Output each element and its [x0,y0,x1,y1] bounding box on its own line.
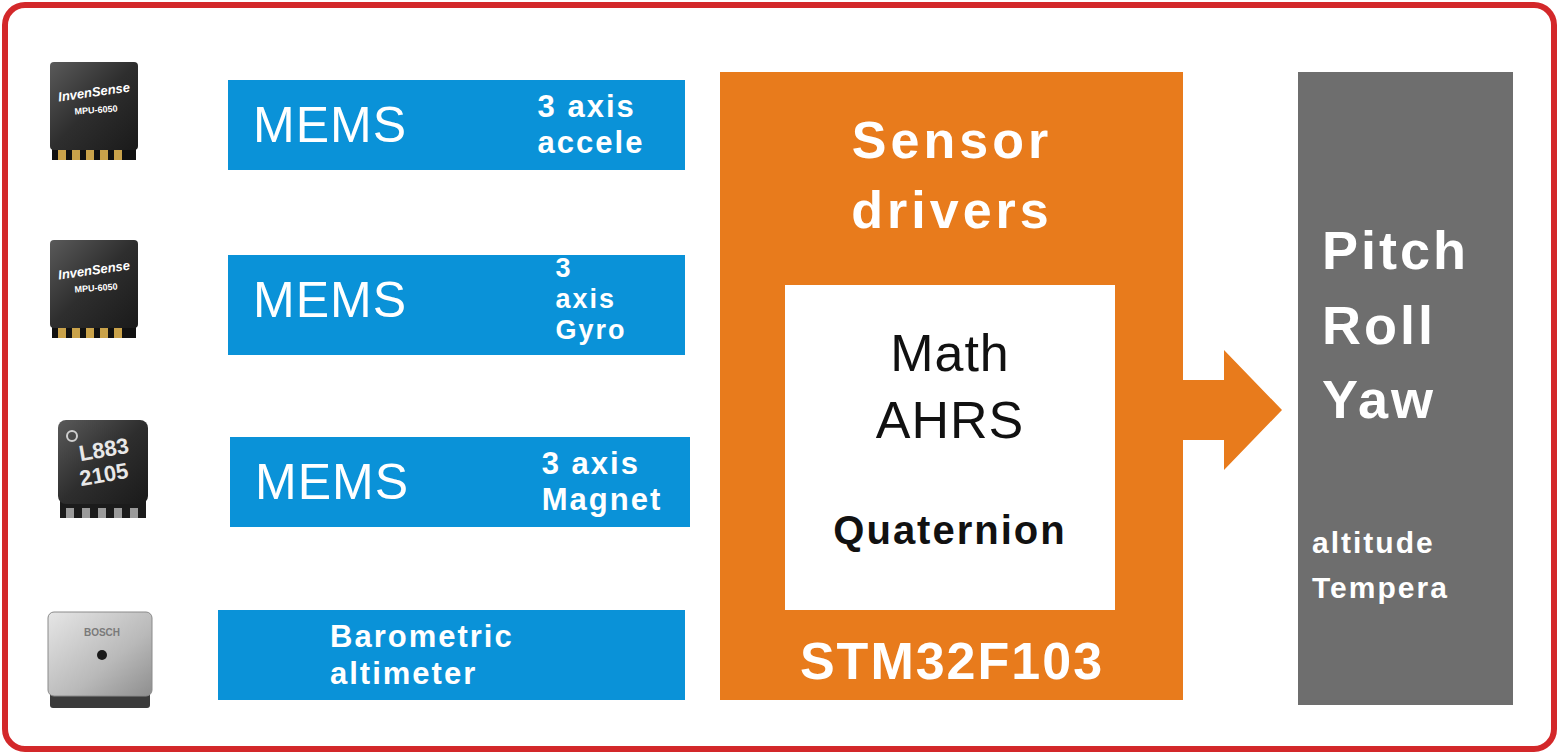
flow-arrow [1183,350,1282,470]
sensor-type: MEMS [253,98,407,153]
mpu6050-chip [50,240,138,338]
sensor-box: Barometric altimeter [218,610,685,700]
sensor-name: Barometric altimeter [330,618,514,692]
mcu-name: STM32F103 [800,633,1104,690]
output-extra: altitude Tempera [1312,520,1449,610]
sensor-axes: 3 axis Magnet [542,446,663,517]
sensor-type: MEMS [253,273,407,328]
chip-brand: InvenSense [57,80,131,105]
algorithm-name: Math AHRS [876,320,1024,453]
output-box: Pitch Roll Yaw altitude Tempera [1298,72,1513,705]
outer-frame [5,5,1554,749]
sensor-box: MEMS 3 axis accele [228,80,685,170]
mpu6050-chip [50,62,138,160]
output-angles: Pitch Roll Yaw [1322,213,1469,437]
algorithm-detail: Quaternion [833,508,1066,552]
algorithm-box: Math AHRS Quaternion [785,285,1115,610]
chip-brand: InvenSense [57,258,131,283]
box-title: Sensor drivers [851,105,1052,245]
chip-brand: BOSCH [84,627,120,638]
barometer-chip [48,612,152,708]
sensor-box: MEMS 3 axis Magnet [230,437,690,527]
magnetometer-chip [58,420,148,518]
sensor-box: MEMS 3 axis Gyro [228,255,685,355]
sensor-axes: 3 axis accele [538,89,645,160]
sensor-type: MEMS [255,455,409,510]
mcu-box: Sensor driversSTM32F103 Math AHRS Quaterni… [720,72,1183,700]
chip-part-number: MPU-6050 [74,104,118,117]
chip-part-number: MPU-6050 [74,282,118,295]
sensor-axes: 3 axis Gyro [555,253,626,346]
